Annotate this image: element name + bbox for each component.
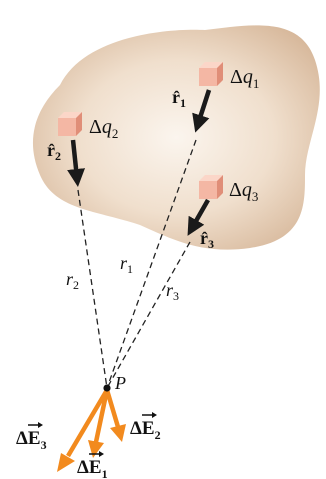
r1-dashed-line (106, 139, 197, 389)
label-delta-E3: ΔE3 (16, 422, 47, 452)
r3-dashed-line (106, 241, 191, 389)
label-r3: r3 (166, 280, 179, 303)
label-delta-E2: ΔE2 (130, 412, 161, 442)
svg-text:ΔE2: ΔE2 (130, 418, 161, 442)
label-r-hat-1: r̂1 (172, 87, 186, 110)
label-delta-q2: Δq2 (89, 116, 118, 141)
label-delta-q3: Δq3 (229, 179, 258, 204)
charge-distribution-blob (32, 25, 320, 250)
svg-text:ΔE1: ΔE1 (77, 457, 108, 479)
r1-unit-vector-arrow (192, 89, 212, 133)
delta-E2-arrowhead (110, 424, 126, 442)
label-point-p: P (114, 373, 126, 393)
delta-E3-arrowhead (57, 453, 75, 472)
label-r-hat-2: r̂2 (47, 140, 61, 163)
label-r2: r2 (66, 269, 79, 292)
delta-E3-vector (66, 388, 109, 458)
delta-E2-vector (104, 389, 121, 428)
svg-text:ΔE3: ΔE3 (16, 428, 47, 452)
r2-dashed-line (77, 189, 108, 389)
r2-unit-vector-arrow (67, 139, 86, 187)
label-r-hat-3: r̂3 (200, 228, 214, 251)
label-delta-E1: ΔE1 (77, 451, 108, 479)
delta-E1-vector (93, 389, 110, 443)
r3-unit-vector-arrow (187, 198, 210, 236)
label-r1: r1 (120, 253, 133, 276)
label-delta-q1: Δq1 (230, 66, 259, 91)
charge-cube-q1 (199, 62, 223, 86)
charge-cube-q2 (58, 112, 82, 136)
charge-cube-q3 (199, 175, 223, 199)
point-p-dot (103, 384, 111, 392)
